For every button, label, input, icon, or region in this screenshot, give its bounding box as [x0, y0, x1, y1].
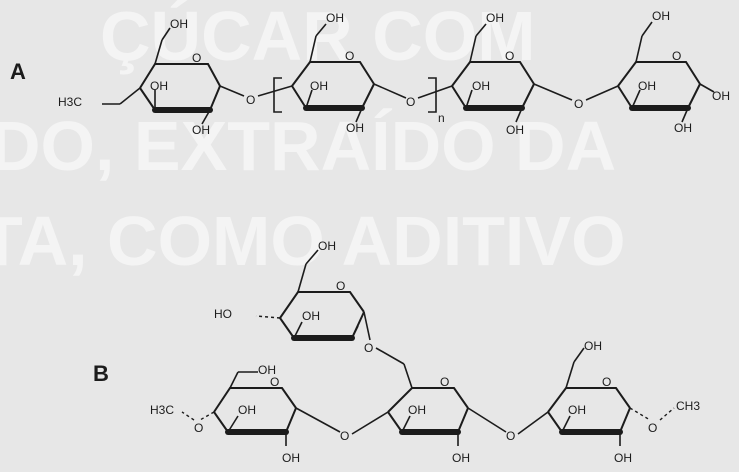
glyco-o-b2: O [506, 429, 515, 443]
oh-a1-bottom: OH [192, 123, 210, 137]
oh-a3-bottom: OH [506, 123, 524, 137]
oh-a2-bottom: OH [346, 121, 364, 135]
ring-b3: OH O OH OH O CH3 [517, 339, 700, 465]
oh-btop-top: OH [318, 239, 336, 253]
ch3-b3: CH3 [676, 399, 700, 413]
oh-b1-bottom: OH [282, 451, 300, 465]
label-a: A [10, 59, 26, 84]
ring-o-b2: O [440, 375, 449, 389]
ring-o-a4: O [672, 49, 681, 63]
ring-a4: OH O OH OH OH [585, 9, 730, 135]
oh-a1-top: OH [170, 17, 188, 31]
glyco-o-btop: O [364, 341, 373, 355]
ring-a2: OH O OH OH O [257, 11, 415, 135]
glyco-o-a3: O [574, 97, 583, 111]
oh-b3-bottom: OH [614, 451, 632, 465]
oh-b3-top: OH [584, 339, 602, 353]
h3c-b1: H3C [150, 403, 174, 417]
oh-a4-bottom: OH [674, 121, 692, 135]
oh-b3-mid: OH [568, 403, 586, 417]
oh-b1-mid: OH [238, 403, 256, 417]
ring-b1: OH O O H3C OH OH O [150, 363, 349, 465]
ring-b2: O OH OH O [351, 347, 515, 465]
oh-a4-right: OH [712, 89, 730, 103]
glyco-o-b1: O [340, 429, 349, 443]
ring-o-b1: O [270, 375, 279, 389]
glyco-o-b1-left: O [194, 421, 203, 435]
label-b: B [93, 361, 109, 386]
structure-a: OH O H3C OH OH O OH O OH [58, 9, 730, 137]
oh-b2-mid: OH [408, 403, 426, 417]
ring-o-a1: O [192, 51, 201, 65]
ring-a3: OH O OH OH O [417, 11, 583, 137]
h3c-a1: H3C [58, 95, 82, 109]
oh-a3-mid: OH [472, 79, 490, 93]
oh-btop-mid: OH [302, 309, 320, 323]
repeat-n: n [438, 111, 445, 125]
bracket-right [428, 77, 437, 113]
bracket-left [273, 77, 282, 113]
oh-a4-top: OH [652, 9, 670, 23]
ring-a1: OH O H3C OH OH O [58, 17, 255, 137]
ring-o-a2: O [345, 49, 354, 63]
ring-o-a3: O [505, 49, 514, 63]
oh-a1-mid: OH [150, 79, 168, 93]
glyco-o-b3-right: O [648, 421, 657, 435]
oh-a4-mid: OH [638, 79, 656, 93]
ho-btop: HO [214, 307, 232, 321]
oh-a3-top: OH [486, 11, 504, 25]
ring-b-top: OH O HO OH O [214, 239, 373, 355]
glyco-o-a1: O [246, 93, 255, 107]
glyco-o-a2: O [406, 95, 415, 109]
ring-o-btop: O [336, 279, 345, 293]
ring-o-b3: O [602, 375, 611, 389]
oh-b1-top: OH [258, 363, 276, 377]
oh-a2-top: OH [326, 11, 344, 25]
oh-b2-bottom: OH [452, 451, 470, 465]
oh-a2-mid: OH [310, 79, 328, 93]
structure-b: OH O HO OH O OH O O H3C OH [150, 239, 700, 465]
